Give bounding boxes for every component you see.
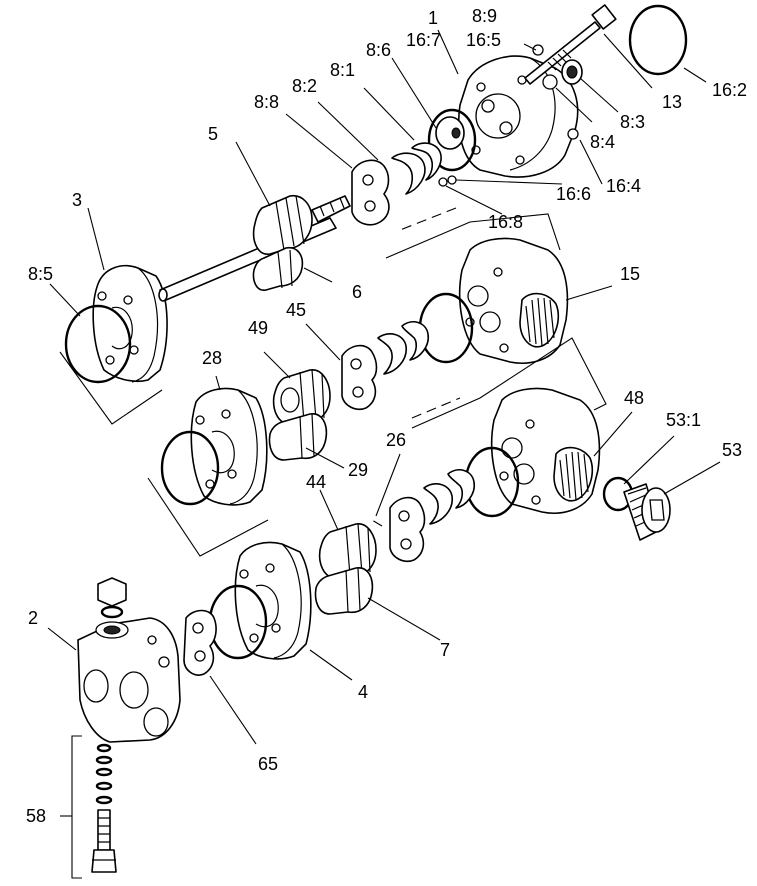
o-ring-28 bbox=[160, 430, 220, 506]
callout-28: 28 bbox=[202, 348, 222, 368]
o-ring-8-1 bbox=[427, 108, 477, 172]
bolt-13 bbox=[524, 4, 617, 85]
o-ring-8-5 bbox=[64, 304, 132, 384]
callout-16-7: 16:7 bbox=[406, 30, 441, 50]
callout-65: 65 bbox=[258, 754, 278, 774]
washer-16-5 bbox=[532, 44, 544, 56]
callout-16-6: 16:6 bbox=[556, 184, 591, 204]
callout-13: 13 bbox=[662, 92, 682, 112]
valve-seal-plate-65 bbox=[183, 609, 217, 676]
callout-8-8: 8:8 bbox=[254, 92, 279, 112]
seal-pair-lower-bottom bbox=[423, 483, 453, 525]
plug-fitting-53 bbox=[623, 483, 671, 541]
guide-line-cover3 bbox=[59, 351, 163, 425]
plug-cap-2 bbox=[97, 577, 127, 619]
washer-16-6 bbox=[447, 175, 457, 185]
body-28 bbox=[190, 387, 268, 506]
callout-3: 3 bbox=[72, 190, 82, 210]
wear-plate-8-8 bbox=[351, 159, 390, 226]
guide-line-body28 bbox=[147, 477, 269, 557]
callout-45: 45 bbox=[286, 300, 306, 320]
relief-cartridge-58 bbox=[91, 743, 117, 873]
o-ring-16-2 bbox=[628, 4, 688, 76]
callout-48: 48 bbox=[624, 388, 644, 408]
shaft-seal-8-3 bbox=[561, 59, 583, 85]
callout-49: 49 bbox=[248, 318, 268, 338]
callout-2: 2 bbox=[28, 608, 38, 628]
callout-44: 44 bbox=[306, 472, 326, 492]
gear-7 bbox=[314, 567, 374, 615]
callout-8-6: 8:6 bbox=[366, 40, 391, 60]
callout-8-9: 8:9 bbox=[472, 6, 497, 26]
bracket-58 bbox=[71, 735, 82, 879]
callout-8-4: 8:4 bbox=[590, 132, 615, 152]
plug-8-6 bbox=[435, 116, 465, 150]
gear-29 bbox=[268, 413, 328, 461]
callout-6: 6 bbox=[352, 282, 362, 302]
callout-8-3: 8:3 bbox=[620, 112, 645, 132]
washer-8-4 bbox=[542, 74, 558, 90]
callout-5: 5 bbox=[208, 124, 218, 144]
callout-8-1: 8:1 bbox=[330, 60, 355, 80]
guide-line-mid bbox=[411, 337, 607, 429]
callout-29: 29 bbox=[348, 460, 368, 480]
callout-16-4: 16:4 bbox=[606, 176, 641, 196]
rear-cover-1 bbox=[458, 55, 579, 178]
gear-housing-15 bbox=[459, 237, 569, 364]
drive-shaft-gear-5 bbox=[158, 195, 351, 302]
callout-16-5: 16:5 bbox=[466, 30, 501, 50]
callout-16-8: 16:8 bbox=[488, 212, 523, 232]
callout-16-2: 16:2 bbox=[712, 80, 747, 100]
wear-plate-26 bbox=[389, 496, 426, 563]
driven-gear-6 bbox=[252, 246, 304, 291]
callout-7: 7 bbox=[440, 640, 450, 660]
gear-49 bbox=[272, 369, 331, 425]
guide-dashed-mid bbox=[411, 397, 461, 419]
seal-pair-lower-top bbox=[447, 469, 476, 509]
seal-pair-mid-top bbox=[401, 321, 430, 361]
callout-1: 1 bbox=[428, 8, 438, 28]
washer-16-4 bbox=[567, 128, 579, 140]
callout-8-5: 8:5 bbox=[28, 264, 53, 284]
guide-dashed-lower bbox=[371, 519, 383, 527]
washer-16-8 bbox=[438, 177, 448, 187]
callout-15: 15 bbox=[620, 264, 640, 284]
gear-housing-48 bbox=[491, 387, 601, 514]
leader-lines bbox=[47, 29, 721, 817]
seal-pair-mid-bottom bbox=[377, 333, 407, 375]
callout-58: 58 bbox=[26, 806, 46, 826]
seal-8-2b bbox=[391, 152, 426, 195]
seal-8-2 bbox=[411, 142, 442, 181]
callout-26: 26 bbox=[386, 430, 406, 450]
callout-53-1: 53:1 bbox=[666, 410, 701, 430]
valve-body-2 bbox=[77, 617, 181, 743]
front-cover-3 bbox=[92, 264, 168, 383]
body-4 bbox=[234, 541, 312, 660]
callout-8-2: 8:2 bbox=[292, 76, 317, 96]
wear-plate-45 bbox=[341, 344, 378, 411]
callout-4: 4 bbox=[358, 682, 368, 702]
guide-line-top-mid bbox=[385, 213, 561, 259]
callout-53: 53 bbox=[722, 440, 742, 460]
guide-dashed-top bbox=[399, 207, 457, 231]
